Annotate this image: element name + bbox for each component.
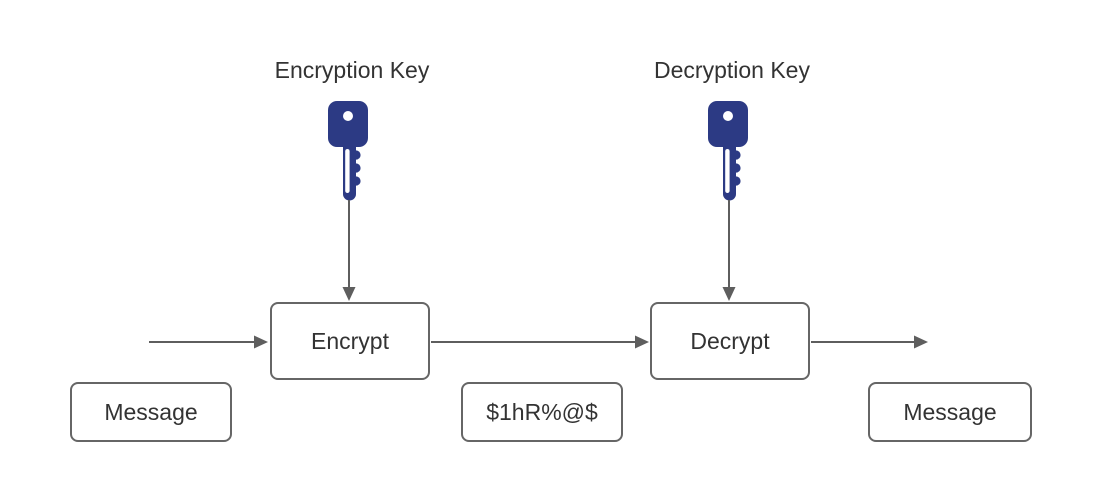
- encrypt-box: Encrypt: [270, 302, 430, 380]
- decrypt-box-label: Decrypt: [690, 327, 770, 354]
- message-output-box: Message: [868, 382, 1032, 442]
- encrypt-box-label: Encrypt: [311, 327, 389, 354]
- decrypt-to-output-arrow: [811, 335, 928, 349]
- encrypt-to-decrypt-arrow: [431, 335, 649, 349]
- message-to-encrypt-arrow: [149, 335, 268, 349]
- message-output-label: Message: [903, 398, 997, 425]
- ciphertext-label: $1hR%@$: [486, 398, 598, 425]
- encryption-key-label: Encryption Key: [274, 57, 430, 83]
- decryption-key-label: Decryption Key: [654, 57, 810, 83]
- message-input-box: Message: [70, 382, 232, 442]
- message-input-label: Message: [104, 398, 198, 425]
- key-to-encrypt-arrow: [342, 200, 356, 301]
- ciphertext-box: $1hR%@$: [461, 382, 623, 442]
- decryption-key-icon: [708, 101, 748, 201]
- key-to-decrypt-arrow: [722, 200, 736, 301]
- encryption-key-icon: [328, 101, 368, 201]
- decrypt-box: Decrypt: [650, 302, 810, 380]
